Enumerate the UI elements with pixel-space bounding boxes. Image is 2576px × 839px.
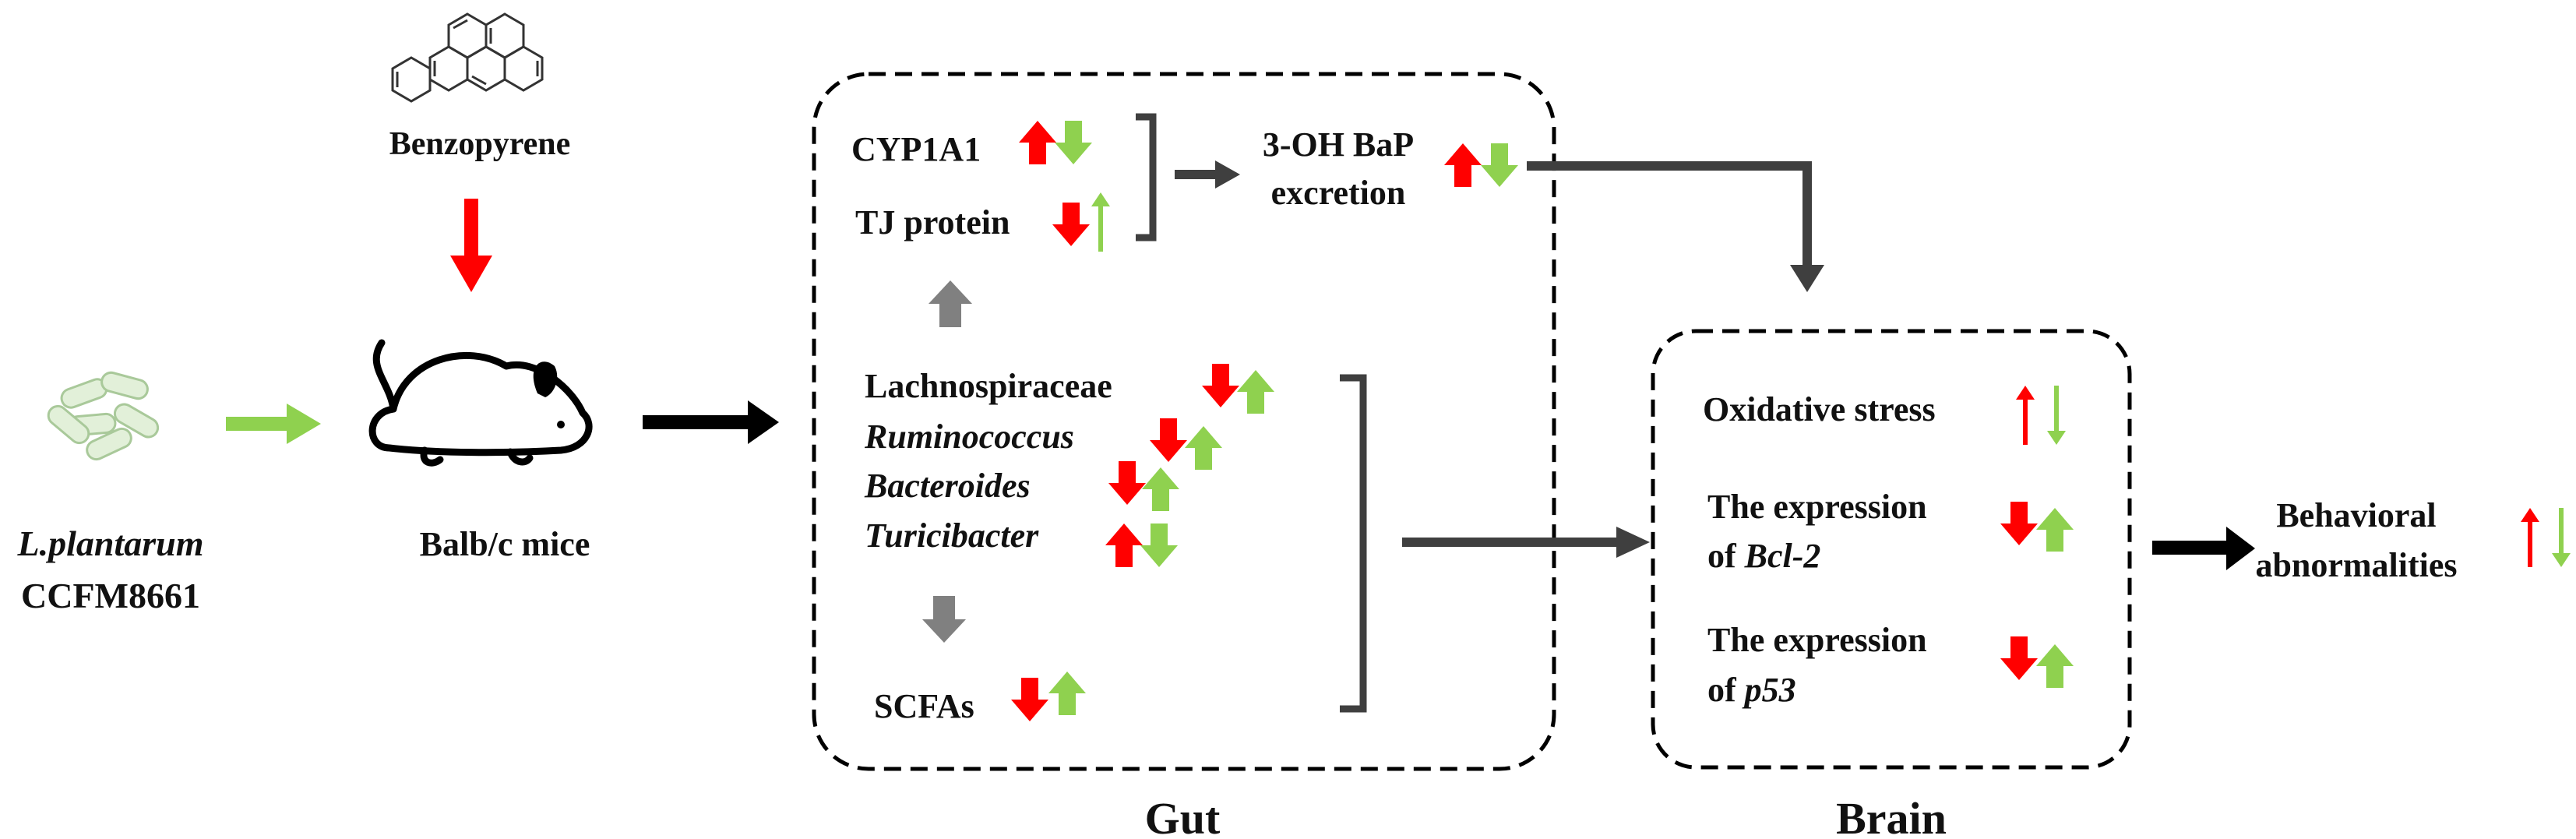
- cyp1a1-label: CYP1A1: [851, 130, 981, 168]
- taxon-ruminococcus: Ruminococcus: [864, 418, 1074, 456]
- cyp1a1-up-arrow: [1019, 121, 1056, 164]
- taxon-turicibacter: Turicibacter: [865, 516, 1039, 555]
- excretion-down-arrow: [1481, 143, 1518, 187]
- bracket-to-excretion-arrow: [1175, 160, 1240, 189]
- benzopyrene-label: Benzopyrene: [389, 126, 571, 162]
- scfas-down-arrow: [1011, 678, 1048, 721]
- bactero-down-arrow: [1108, 461, 1146, 505]
- tj-up-arrow: [1091, 192, 1110, 252]
- rumino-up-arrow: [1185, 426, 1222, 470]
- gut-microbiota-bracket: [1340, 374, 1367, 713]
- bcl2-prefix: The expression: [1707, 488, 1927, 526]
- brain-box: [1651, 329, 2132, 770]
- turici-down-arrow: [1140, 523, 1178, 567]
- p53-down-arrow: [2000, 636, 2038, 680]
- scfas-label: SCFAs: [874, 687, 974, 725]
- p53-of: of: [1707, 671, 1745, 709]
- behavior-line1: Behavioral: [2276, 496, 2436, 534]
- gut-to-brain-arrow: [1402, 527, 1650, 558]
- bcl2-up-arrow: [2036, 508, 2074, 552]
- taxon-bacteroides: Bacteroides: [864, 467, 1031, 505]
- brain-title: Brain: [1836, 793, 1947, 839]
- p53-gene: p53: [1742, 671, 1796, 709]
- p53-prefix: The expression: [1707, 621, 1927, 659]
- cyp1a1-down-arrow: [1055, 121, 1092, 164]
- mouse-ear-icon: [533, 361, 558, 397]
- tj-down-arrow: [1052, 203, 1090, 246]
- scfas-up-arrow: [1048, 672, 1086, 715]
- p53-up-arrow: [2036, 644, 2074, 688]
- lachno-up-arrow: [1237, 370, 1274, 414]
- oxidative-stress-label: Oxidative stress: [1703, 390, 1936, 428]
- excretion-line2: excretion: [1271, 174, 1406, 212]
- gut-top-bracket: [1136, 113, 1157, 241]
- treatment-arrow: [226, 404, 321, 444]
- taxon-lachnospiraceae: Lachnospiraceae: [865, 367, 1112, 405]
- tj-protein-label: TJ protein: [855, 203, 1010, 241]
- lachno-down-arrow: [1202, 364, 1239, 407]
- bcl2-down-arrow: [2000, 502, 2038, 545]
- mouse-to-gut-arrow: [643, 400, 779, 444]
- excretion-up-arrow: [1444, 143, 1482, 187]
- gut-title: Gut: [1145, 793, 1221, 839]
- excretion-line1: 3-OH BaP: [1263, 125, 1414, 164]
- turici-up-arrow: [1105, 523, 1143, 567]
- bcl2-of: of: [1707, 537, 1745, 575]
- exposure-arrow: [450, 199, 492, 292]
- p53-line: of p53: [1707, 671, 1796, 709]
- bcl2-gene: Bcl-2: [1744, 537, 1821, 575]
- bacteria-icon: [43, 369, 163, 464]
- probiotic-name: L.plantarum: [16, 523, 203, 563]
- behavior-down-arrow: [2552, 508, 2571, 567]
- brain-to-behavior-arrow: [2152, 527, 2255, 570]
- excretion-to-brain-arrow: [1527, 161, 1824, 292]
- grey-up-arrow: [929, 280, 972, 327]
- oxidative-up-arrow: [2016, 386, 2035, 445]
- mice-label: Balb/c mice: [420, 525, 590, 563]
- behavior-up-arrow: [2521, 508, 2539, 567]
- bactero-up-arrow: [1142, 467, 1179, 511]
- bcl2-line: of Bcl-2: [1707, 537, 1820, 575]
- oxidative-down-arrow: [2047, 386, 2066, 445]
- mouse-icon: [368, 339, 593, 467]
- benzopyrene-structure-icon: [391, 12, 544, 103]
- grey-down-arrow: [922, 596, 966, 643]
- gut-box: [812, 72, 1556, 771]
- rumino-down-arrow: [1150, 418, 1187, 462]
- probiotic-strain: CCFM8661: [21, 576, 200, 615]
- behavior-line2: abnormalities: [2255, 546, 2457, 584]
